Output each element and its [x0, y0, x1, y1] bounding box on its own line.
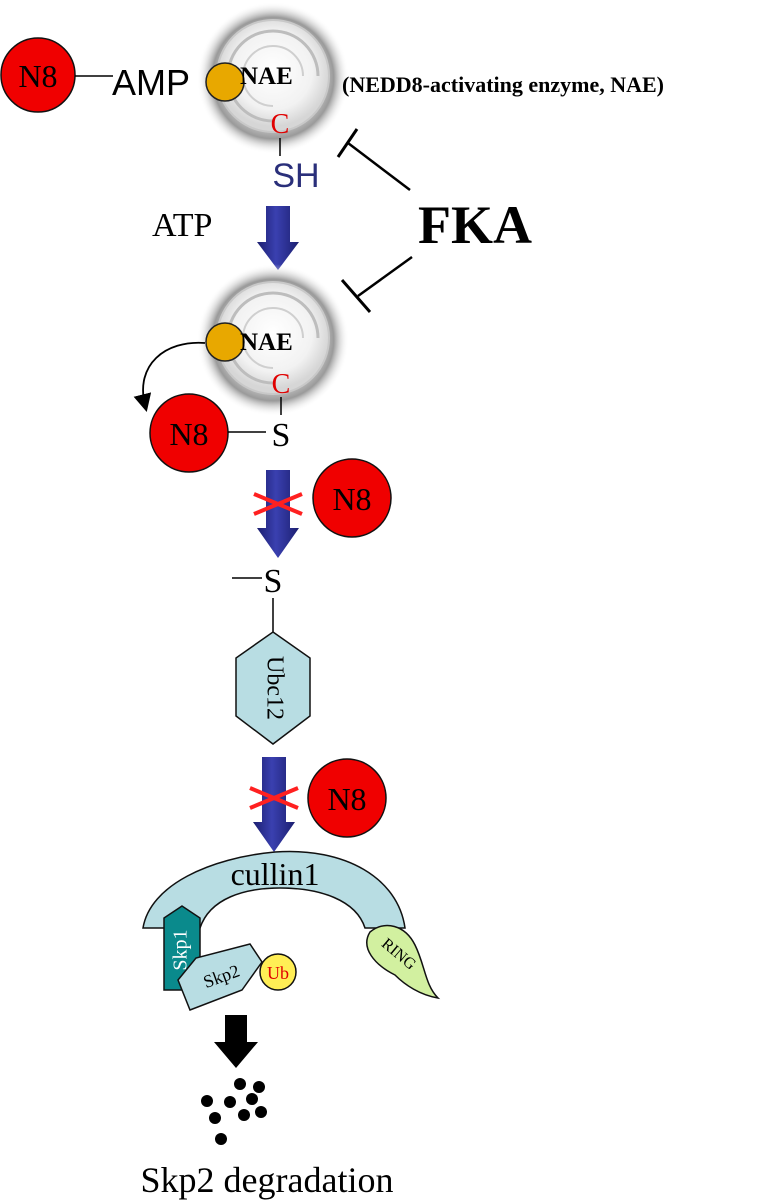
- block-cross-3: [249, 786, 299, 810]
- sulfur-label-2: S: [272, 417, 291, 454]
- n8-label-3: N8: [332, 481, 371, 517]
- block-cross-2: [253, 492, 303, 516]
- fka-label: FKA: [418, 195, 532, 255]
- amp-label: AMP: [112, 62, 190, 103]
- inhibition-line-1: [347, 142, 411, 191]
- arrow-2: [257, 470, 299, 558]
- inhibition-bar-1: [336, 128, 359, 158]
- skp2-shape: [177, 943, 263, 1011]
- cullin1-label: cullin1: [231, 856, 320, 892]
- degradation-label: Skp2 degradation: [141, 1160, 394, 1200]
- sulfur-label-3: S: [264, 563, 283, 600]
- arrow-1: [257, 206, 299, 270]
- nae-label-top: NAE: [240, 63, 293, 90]
- nae-swirl-2: [226, 291, 320, 385]
- transfer-curved-arrow: [133, 341, 206, 412]
- amp-site-circle-top: [205, 62, 245, 102]
- ring-shape: [366, 924, 441, 1000]
- inhibition-bar-2: [340, 279, 372, 313]
- arrow-3: [253, 757, 295, 852]
- n8-label-4: N8: [327, 781, 366, 817]
- enzyme-note: (NEDD8-activating enzyme, NAE): [342, 72, 664, 97]
- n8-circle-top: [0, 37, 76, 113]
- ubc12-label: Ubc12: [261, 656, 287, 720]
- inhibition-line-2: [357, 255, 413, 298]
- nae-swirl-inner: [242, 45, 304, 107]
- nae-enzyme-top: [197, 2, 349, 154]
- cysteine-label-top: C: [271, 109, 290, 140]
- n8-circle-3: [312, 458, 392, 538]
- nae-enzyme-second: [197, 264, 349, 416]
- thiol-label: SH: [272, 157, 319, 195]
- skp1-label: Skp1: [170, 929, 192, 970]
- degradation-arrow: [214, 1015, 258, 1068]
- n8-label-top: N8: [18, 58, 57, 94]
- n8-label-2: N8: [169, 416, 208, 452]
- amp-site-circle-2: [205, 322, 245, 362]
- nae-swirl: [226, 29, 320, 123]
- n8-circle-2: [149, 393, 229, 473]
- n8-circle-4: [307, 758, 387, 838]
- nae-label-2: NAE: [240, 329, 293, 356]
- ubc12-hexagon: [235, 631, 311, 745]
- degradation-fragments: [201, 1078, 267, 1145]
- cysteine-label-2: C: [272, 369, 291, 400]
- cullin1-arch: [142, 850, 406, 929]
- ub-label: Ub: [267, 963, 289, 983]
- atp-label: ATP: [152, 207, 212, 244]
- nae-swirl-inner-2: [242, 307, 304, 369]
- ub-circle: [259, 953, 297, 991]
